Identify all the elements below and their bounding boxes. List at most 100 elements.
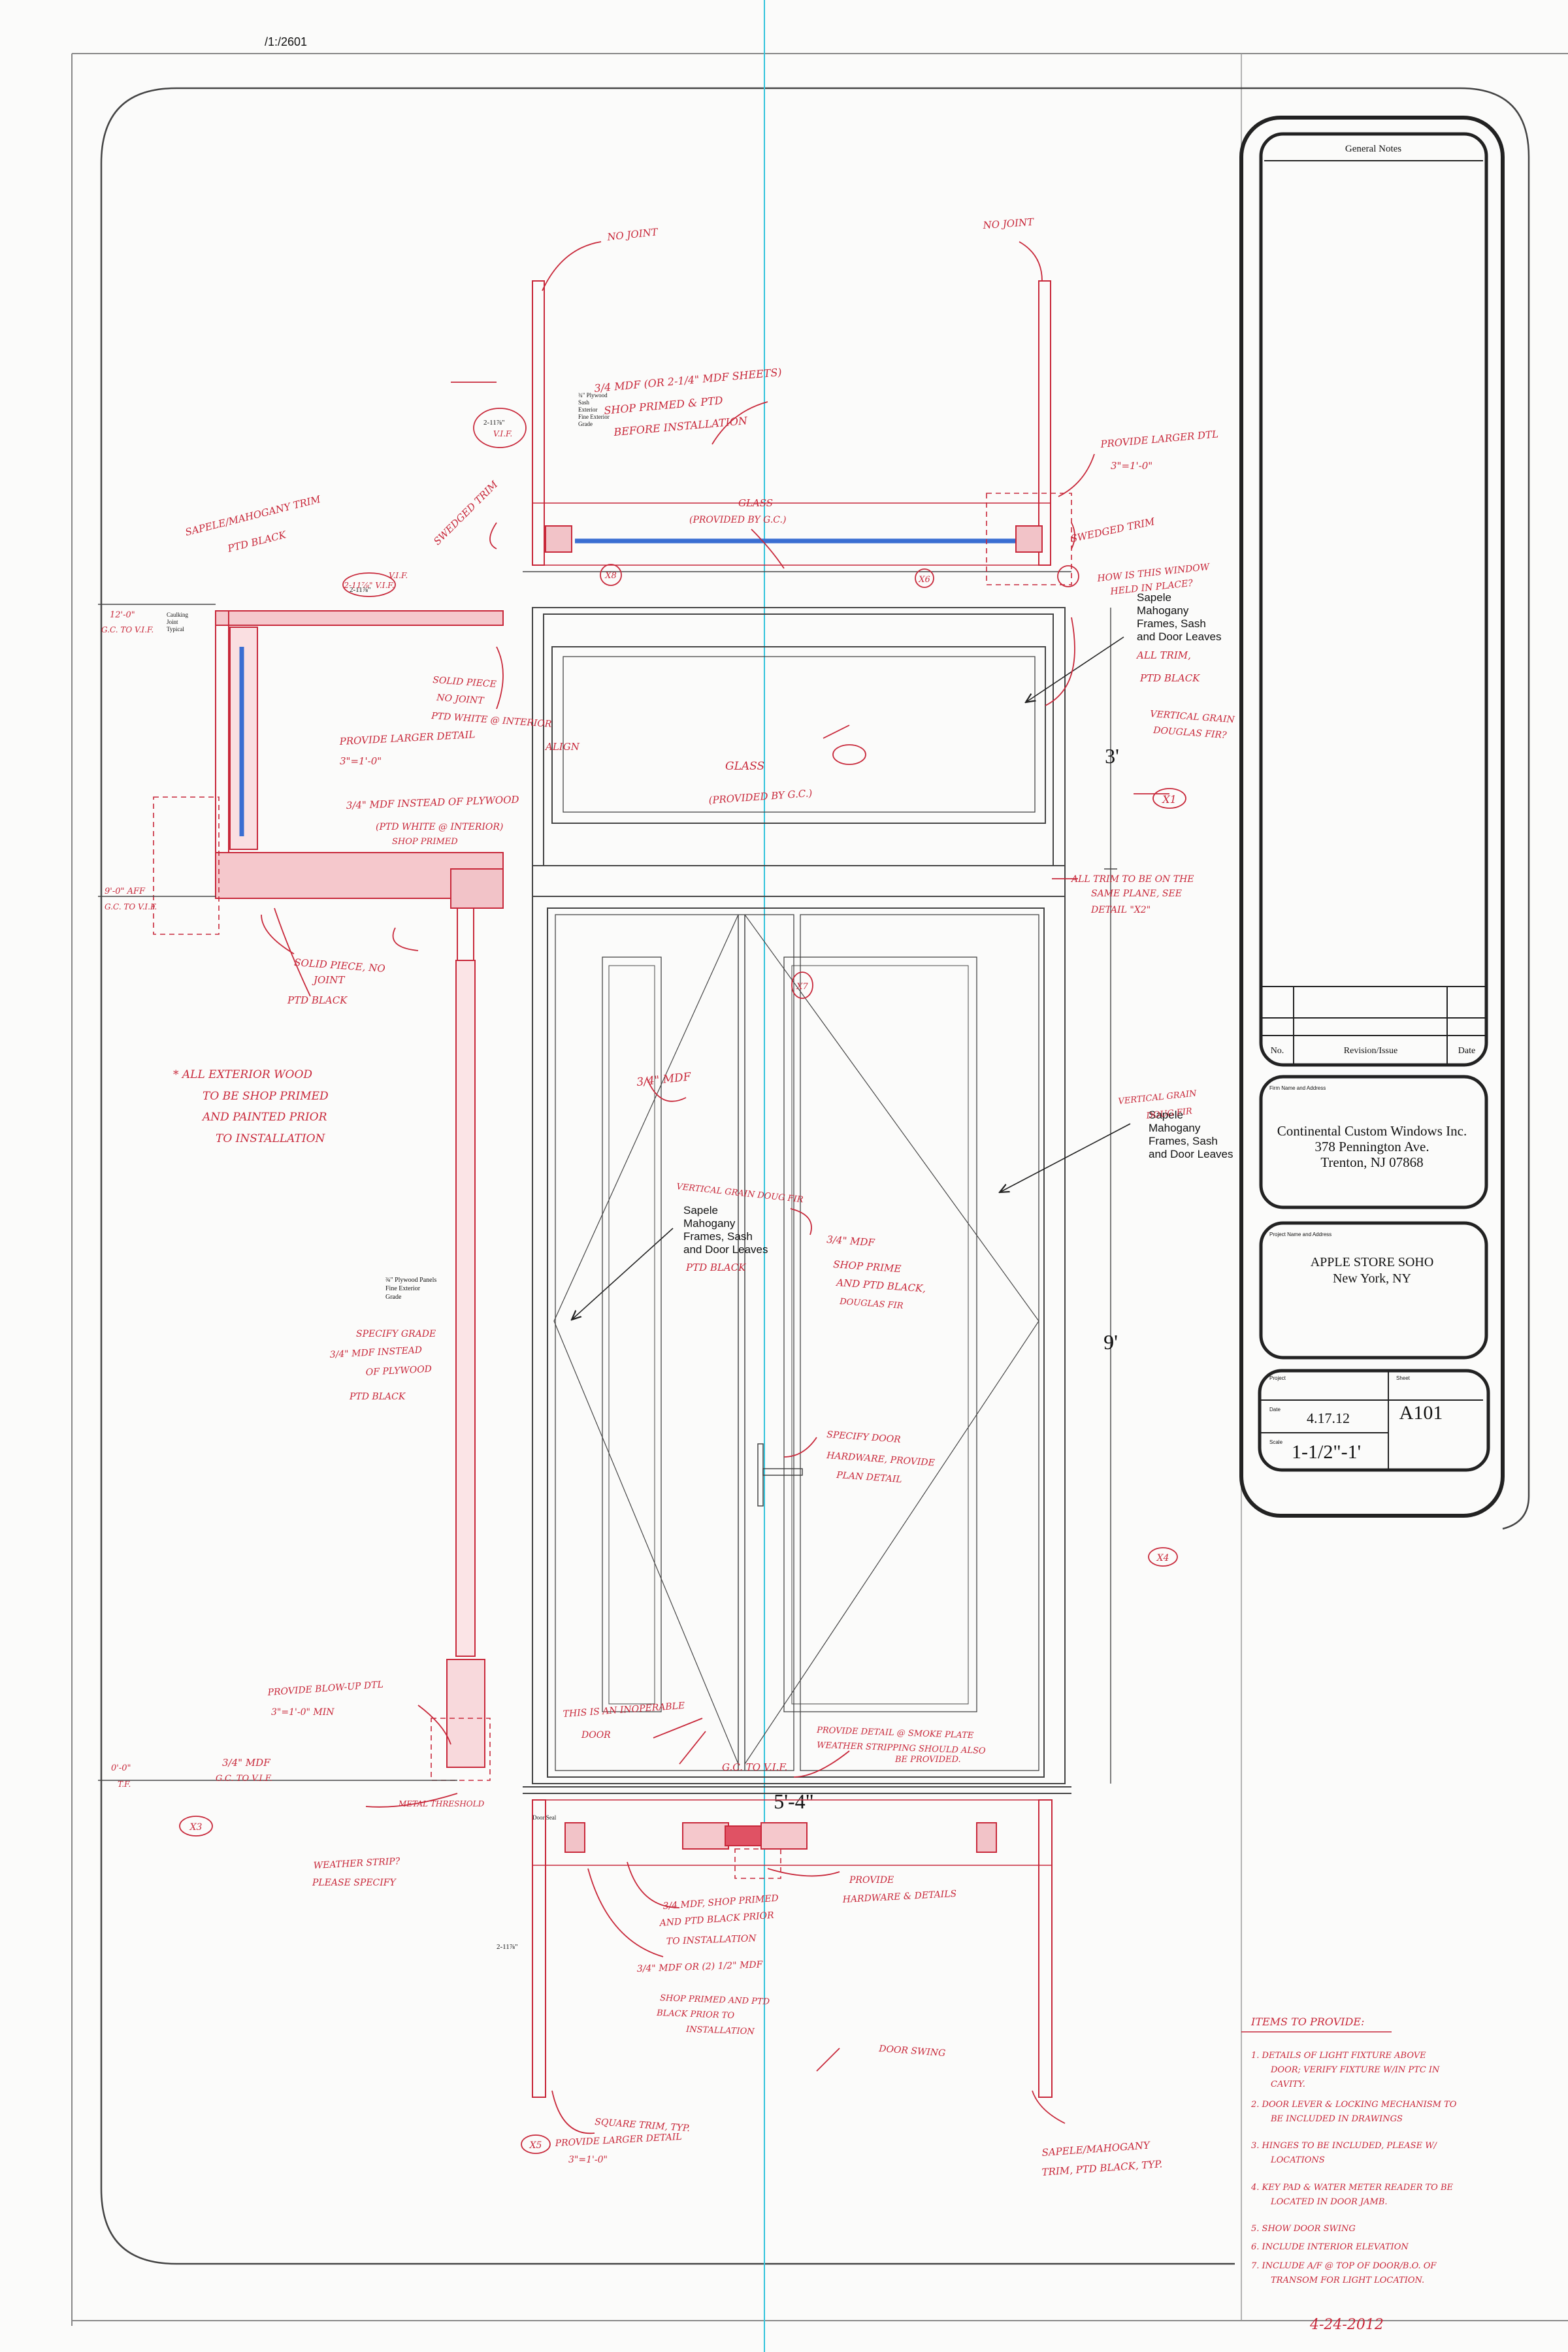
plywood-top-e: Grade bbox=[578, 421, 593, 427]
svg-text:TO BE SHOP PRIMED: TO BE SHOP PRIMED bbox=[203, 1090, 329, 1103]
firm-city: Trenton, NJ 07868 bbox=[1320, 1154, 1423, 1170]
svg-text:SAPELE/MAHOGANY TRIM: SAPELE/MAHOGANY TRIM bbox=[184, 493, 323, 538]
svg-text:G.C. TO V.I.F.: G.C. TO V.I.F. bbox=[101, 625, 154, 634]
svg-text:Mahogany: Mahogany bbox=[1137, 604, 1189, 617]
svg-text:DETAIL "X2": DETAIL "X2" bbox=[1090, 905, 1151, 915]
svg-text:Mahogany: Mahogany bbox=[683, 1217, 736, 1230]
svg-text:INSTALLATION: INSTALLATION bbox=[685, 2025, 755, 2037]
svg-text:and Door Leaves: and Door Leaves bbox=[1149, 1148, 1233, 1160]
items-heading: ITEMS TO PROVIDE: bbox=[1250, 2016, 1364, 2028]
svg-text:SAME PLANE, SEE: SAME PLANE, SEE bbox=[1091, 889, 1182, 899]
svg-text:PLAN DETAIL: PLAN DETAIL bbox=[836, 1470, 902, 1485]
svg-text:3"=1'-0": 3"=1'-0" bbox=[568, 2155, 608, 2165]
svg-text:3"=1'-0" MIN: 3"=1'-0" MIN bbox=[271, 1707, 335, 1718]
svg-text:HARDWARE & DETAILS: HARDWARE & DETAILS bbox=[841, 1889, 956, 1905]
svg-text:Sapele: Sapele bbox=[1149, 1109, 1183, 1121]
firm-label: Firm Name and Address bbox=[1269, 1085, 1326, 1091]
svg-text:SQUARE TRIM, TYP.: SQUARE TRIM, TYP. bbox=[595, 2117, 691, 2134]
scale-label: Scale bbox=[1269, 1439, 1283, 1445]
firm-street: 378 Pennington Ave. bbox=[1315, 1139, 1429, 1154]
revision-col-no: No. bbox=[1271, 1046, 1284, 1056]
dim-2-11-left: 2-11⅞" bbox=[350, 586, 371, 594]
callout-x6: X6 bbox=[918, 575, 930, 585]
svg-text:NO JOINT: NO JOINT bbox=[606, 226, 659, 243]
general-notes-header: General Notes bbox=[1345, 144, 1401, 154]
svg-text:SHOP PRIMED: SHOP PRIMED bbox=[392, 837, 458, 847]
svg-text:9'-0" AFF: 9'-0" AFF bbox=[105, 887, 146, 896]
svg-text:Sapele: Sapele bbox=[683, 1204, 718, 1217]
svg-text:ALL TRIM TO BE ON THE: ALL TRIM TO BE ON THE bbox=[1070, 874, 1194, 885]
svg-text:PROVIDE DETAIL @ SMOKE PLATE: PROVIDE DETAIL @ SMOKE PLATE bbox=[816, 1725, 974, 1740]
dim-2-11-top: 2-11⅞" bbox=[483, 419, 505, 427]
plywood-top-b: Sash bbox=[578, 399, 590, 406]
svg-text:T.F.: T.F. bbox=[118, 1780, 131, 1789]
callout-x2-top: 2-11⅞" V.I.F. bbox=[343, 581, 394, 590]
leader-arrows bbox=[572, 636, 1131, 1320]
svg-text:METAL THRESHOLD: METAL THRESHOLD bbox=[398, 1799, 485, 1808]
svg-text:SWEDGED TRIM: SWEDGED TRIM bbox=[1070, 515, 1156, 545]
callout-bubbles bbox=[179, 408, 1186, 2154]
svg-text:Mahogany: Mahogany bbox=[1149, 1122, 1201, 1134]
plywood-mid-c: Grade bbox=[385, 1294, 402, 1301]
svg-text:12'-0": 12'-0" bbox=[110, 610, 135, 620]
plywood-top-c: Exterior bbox=[578, 406, 598, 413]
date-label: Date bbox=[1269, 1407, 1281, 1413]
svg-text:SHOP PRIME: SHOP PRIME bbox=[833, 1258, 902, 1275]
project-name: APPLE STORE SOHO bbox=[1311, 1255, 1434, 1269]
callout-x8: X8 bbox=[604, 571, 617, 581]
svg-text:PLEASE SPECIFY: PLEASE SPECIFY bbox=[312, 1878, 397, 1888]
callout-x5: X5 bbox=[529, 2140, 542, 2151]
svg-text:GLASS: GLASS bbox=[738, 497, 773, 509]
svg-text:VERTICAL GRAIN: VERTICAL GRAIN bbox=[1118, 1088, 1198, 1107]
firm-name: Continental Custom Windows Inc. bbox=[1277, 1123, 1467, 1139]
svg-text:PROVIDE LARGER DTL: PROVIDE LARGER DTL bbox=[1100, 428, 1219, 450]
svg-text:3"=1'-0": 3"=1'-0" bbox=[340, 755, 382, 767]
svg-text:PTD BLACK: PTD BLACK bbox=[287, 994, 348, 1006]
svg-text:SAPELE/MAHOGANY: SAPELE/MAHOGANY bbox=[1041, 2139, 1151, 2159]
svg-text:SPECIFY GRADE: SPECIFY GRADE bbox=[356, 1329, 436, 1339]
svg-text:WEATHER STRIPPING SHOULD ALSO: WEATHER STRIPPING SHOULD ALSO bbox=[817, 1740, 986, 1756]
signature-date: 4-24-2012 bbox=[1309, 2317, 1384, 2333]
revision-col-issue: Revision/Issue bbox=[1344, 1046, 1397, 1056]
caulking-a: Caulking bbox=[167, 612, 188, 618]
svg-text:3/4" MDF INSTEAD OF PLYWOOD: 3/4" MDF INSTEAD OF PLYWOOD bbox=[346, 794, 519, 811]
svg-text:PROVIDE LARGER DETAIL: PROVIDE LARGER DETAIL bbox=[554, 2132, 682, 2149]
svg-text:Frames, Sash: Frames, Sash bbox=[1137, 617, 1206, 630]
svg-text:SPECIFY DOOR: SPECIFY DOOR bbox=[826, 1429, 902, 1445]
jamb-section bbox=[98, 604, 504, 1781]
svg-text:ALL TRIM,: ALL TRIM, bbox=[1135, 649, 1191, 661]
plywood-top-a: ¾" Plywood bbox=[578, 392, 608, 399]
svg-text:and Door Leaves: and Door Leaves bbox=[683, 1243, 768, 1256]
dim-2-11-bottom: 2-11⅞" bbox=[497, 1943, 518, 1951]
svg-text:Sapele: Sapele bbox=[1137, 591, 1171, 604]
svg-text:NO JOINT: NO JOINT bbox=[436, 693, 485, 706]
plywood-top-d: Fine Exterior bbox=[578, 414, 610, 420]
project-field-label: Project bbox=[1269, 1375, 1286, 1381]
door-seal: Door Seal bbox=[532, 1814, 557, 1821]
sheet-border: /1:/2601 bbox=[71, 0, 1568, 2352]
svg-text:TO INSTALLATION: TO INSTALLATION bbox=[216, 1132, 326, 1145]
svg-text:VERTICAL GRAIN: VERTICAL GRAIN bbox=[1150, 709, 1235, 725]
svg-text:3"=1'-0": 3"=1'-0" bbox=[1111, 460, 1152, 472]
svg-text:PTD BLACK: PTD BLACK bbox=[685, 1262, 746, 1273]
svg-text:VERTICAL GRAIN DOUG FIR: VERTICAL GRAIN DOUG FIR bbox=[676, 1182, 804, 1205]
svg-text:3/4 MDF, SHOP PRIMED: 3/4 MDF, SHOP PRIMED bbox=[662, 1893, 779, 1912]
svg-text:AND PAINTED PRIOR: AND PAINTED PRIOR bbox=[201, 1111, 327, 1124]
title-block: General Notes No. Revision/Issue Date Fi… bbox=[1239, 116, 1505, 1518]
svg-text:ALIGN: ALIGN bbox=[544, 741, 580, 753]
svg-text:PTD BLACK: PTD BLACK bbox=[226, 529, 288, 555]
revision-col-date: Date bbox=[1458, 1046, 1475, 1056]
caulking-c: Typical bbox=[167, 626, 184, 632]
svg-text:Frames, Sash: Frames, Sash bbox=[1149, 1135, 1218, 1147]
svg-text:V.I.F.: V.I.F. bbox=[389, 571, 408, 580]
dim-5ft4: 5'-4" bbox=[774, 1789, 813, 1813]
svg-text:(PROVIDED BY G.C.): (PROVIDED BY G.C.) bbox=[689, 515, 786, 525]
date-value: 4.17.12 bbox=[1307, 1410, 1350, 1426]
svg-text:G.C. TO V.I.F.: G.C. TO V.I.F. bbox=[722, 1761, 787, 1773]
svg-text:WEATHER STRIP?: WEATHER STRIP? bbox=[313, 1856, 400, 1871]
sheet-number: A101 bbox=[1399, 1402, 1443, 1424]
